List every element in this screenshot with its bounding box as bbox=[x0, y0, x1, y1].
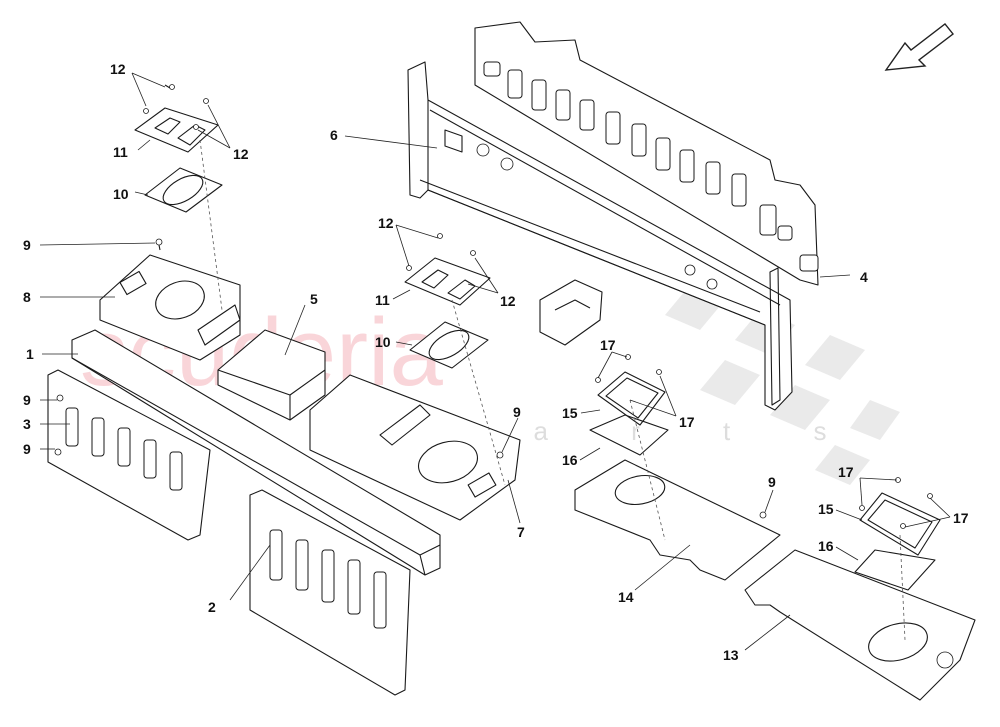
callout-12: 12 bbox=[500, 293, 516, 309]
callout-9: 9 bbox=[513, 404, 521, 420]
callout-10: 10 bbox=[375, 334, 391, 350]
part-11-bracket-middle bbox=[404, 233, 491, 306]
part-8-plate bbox=[99, 254, 241, 361]
callout-3: 3 bbox=[23, 416, 31, 432]
callout-12: 12 bbox=[378, 215, 394, 231]
callout-17: 17 bbox=[600, 337, 616, 353]
part-3-slotted-panel bbox=[47, 369, 211, 541]
assembly-dashed-lines bbox=[199, 139, 906, 641]
callout-2: 2 bbox=[208, 599, 216, 615]
part-9-bolt bbox=[155, 238, 163, 251]
part-1-beam bbox=[71, 329, 441, 576]
callout-11: 11 bbox=[375, 292, 390, 308]
callout-11: 11 bbox=[113, 144, 128, 160]
callout-9: 9 bbox=[23, 237, 31, 253]
part-15-hatch-right bbox=[859, 492, 941, 556]
part-4-rear-panel bbox=[474, 21, 819, 286]
callout-7: 7 bbox=[517, 524, 525, 540]
callout-9: 9 bbox=[23, 392, 31, 408]
part-6-crossmember bbox=[407, 61, 793, 411]
callout-12: 12 bbox=[233, 146, 249, 162]
callout-17: 17 bbox=[953, 510, 969, 526]
callout-15: 15 bbox=[818, 501, 834, 517]
callout-12: 12 bbox=[110, 61, 126, 77]
part-5-bracket bbox=[217, 329, 326, 421]
callout-6: 6 bbox=[330, 127, 338, 143]
part-2-slotted-panel bbox=[249, 489, 411, 696]
callout-17: 17 bbox=[838, 464, 854, 480]
part-16-seal-right bbox=[854, 549, 936, 591]
callout-16: 16 bbox=[818, 538, 834, 554]
callout-9: 9 bbox=[768, 474, 776, 490]
part-13-floor-plate bbox=[744, 549, 976, 701]
callout-16: 16 bbox=[562, 452, 578, 468]
callout-14: 14 bbox=[618, 589, 634, 605]
leader-lines bbox=[39, 72, 951, 651]
callout-labels: 12 12 11 10 9 8 5 1 9 3 9 2 6 4 12 12 11… bbox=[23, 61, 969, 663]
direction-arrow-icon bbox=[884, 23, 954, 71]
callout-4: 4 bbox=[860, 269, 868, 285]
part-7-plate bbox=[309, 374, 521, 521]
part-10-gasket-middle bbox=[409, 321, 489, 369]
callout-1: 1 bbox=[26, 346, 34, 362]
callout-5: 5 bbox=[310, 291, 318, 307]
part-14-floor-plate bbox=[574, 459, 781, 581]
callout-10: 10 bbox=[113, 186, 129, 202]
callout-9: 9 bbox=[23, 441, 31, 457]
callout-15: 15 bbox=[562, 405, 578, 421]
callout-8: 8 bbox=[23, 289, 31, 305]
callout-17: 17 bbox=[679, 414, 695, 430]
part-16-seal-middle bbox=[589, 414, 669, 456]
callout-13: 13 bbox=[723, 647, 739, 663]
part-10-gasket-upper bbox=[144, 167, 223, 213]
